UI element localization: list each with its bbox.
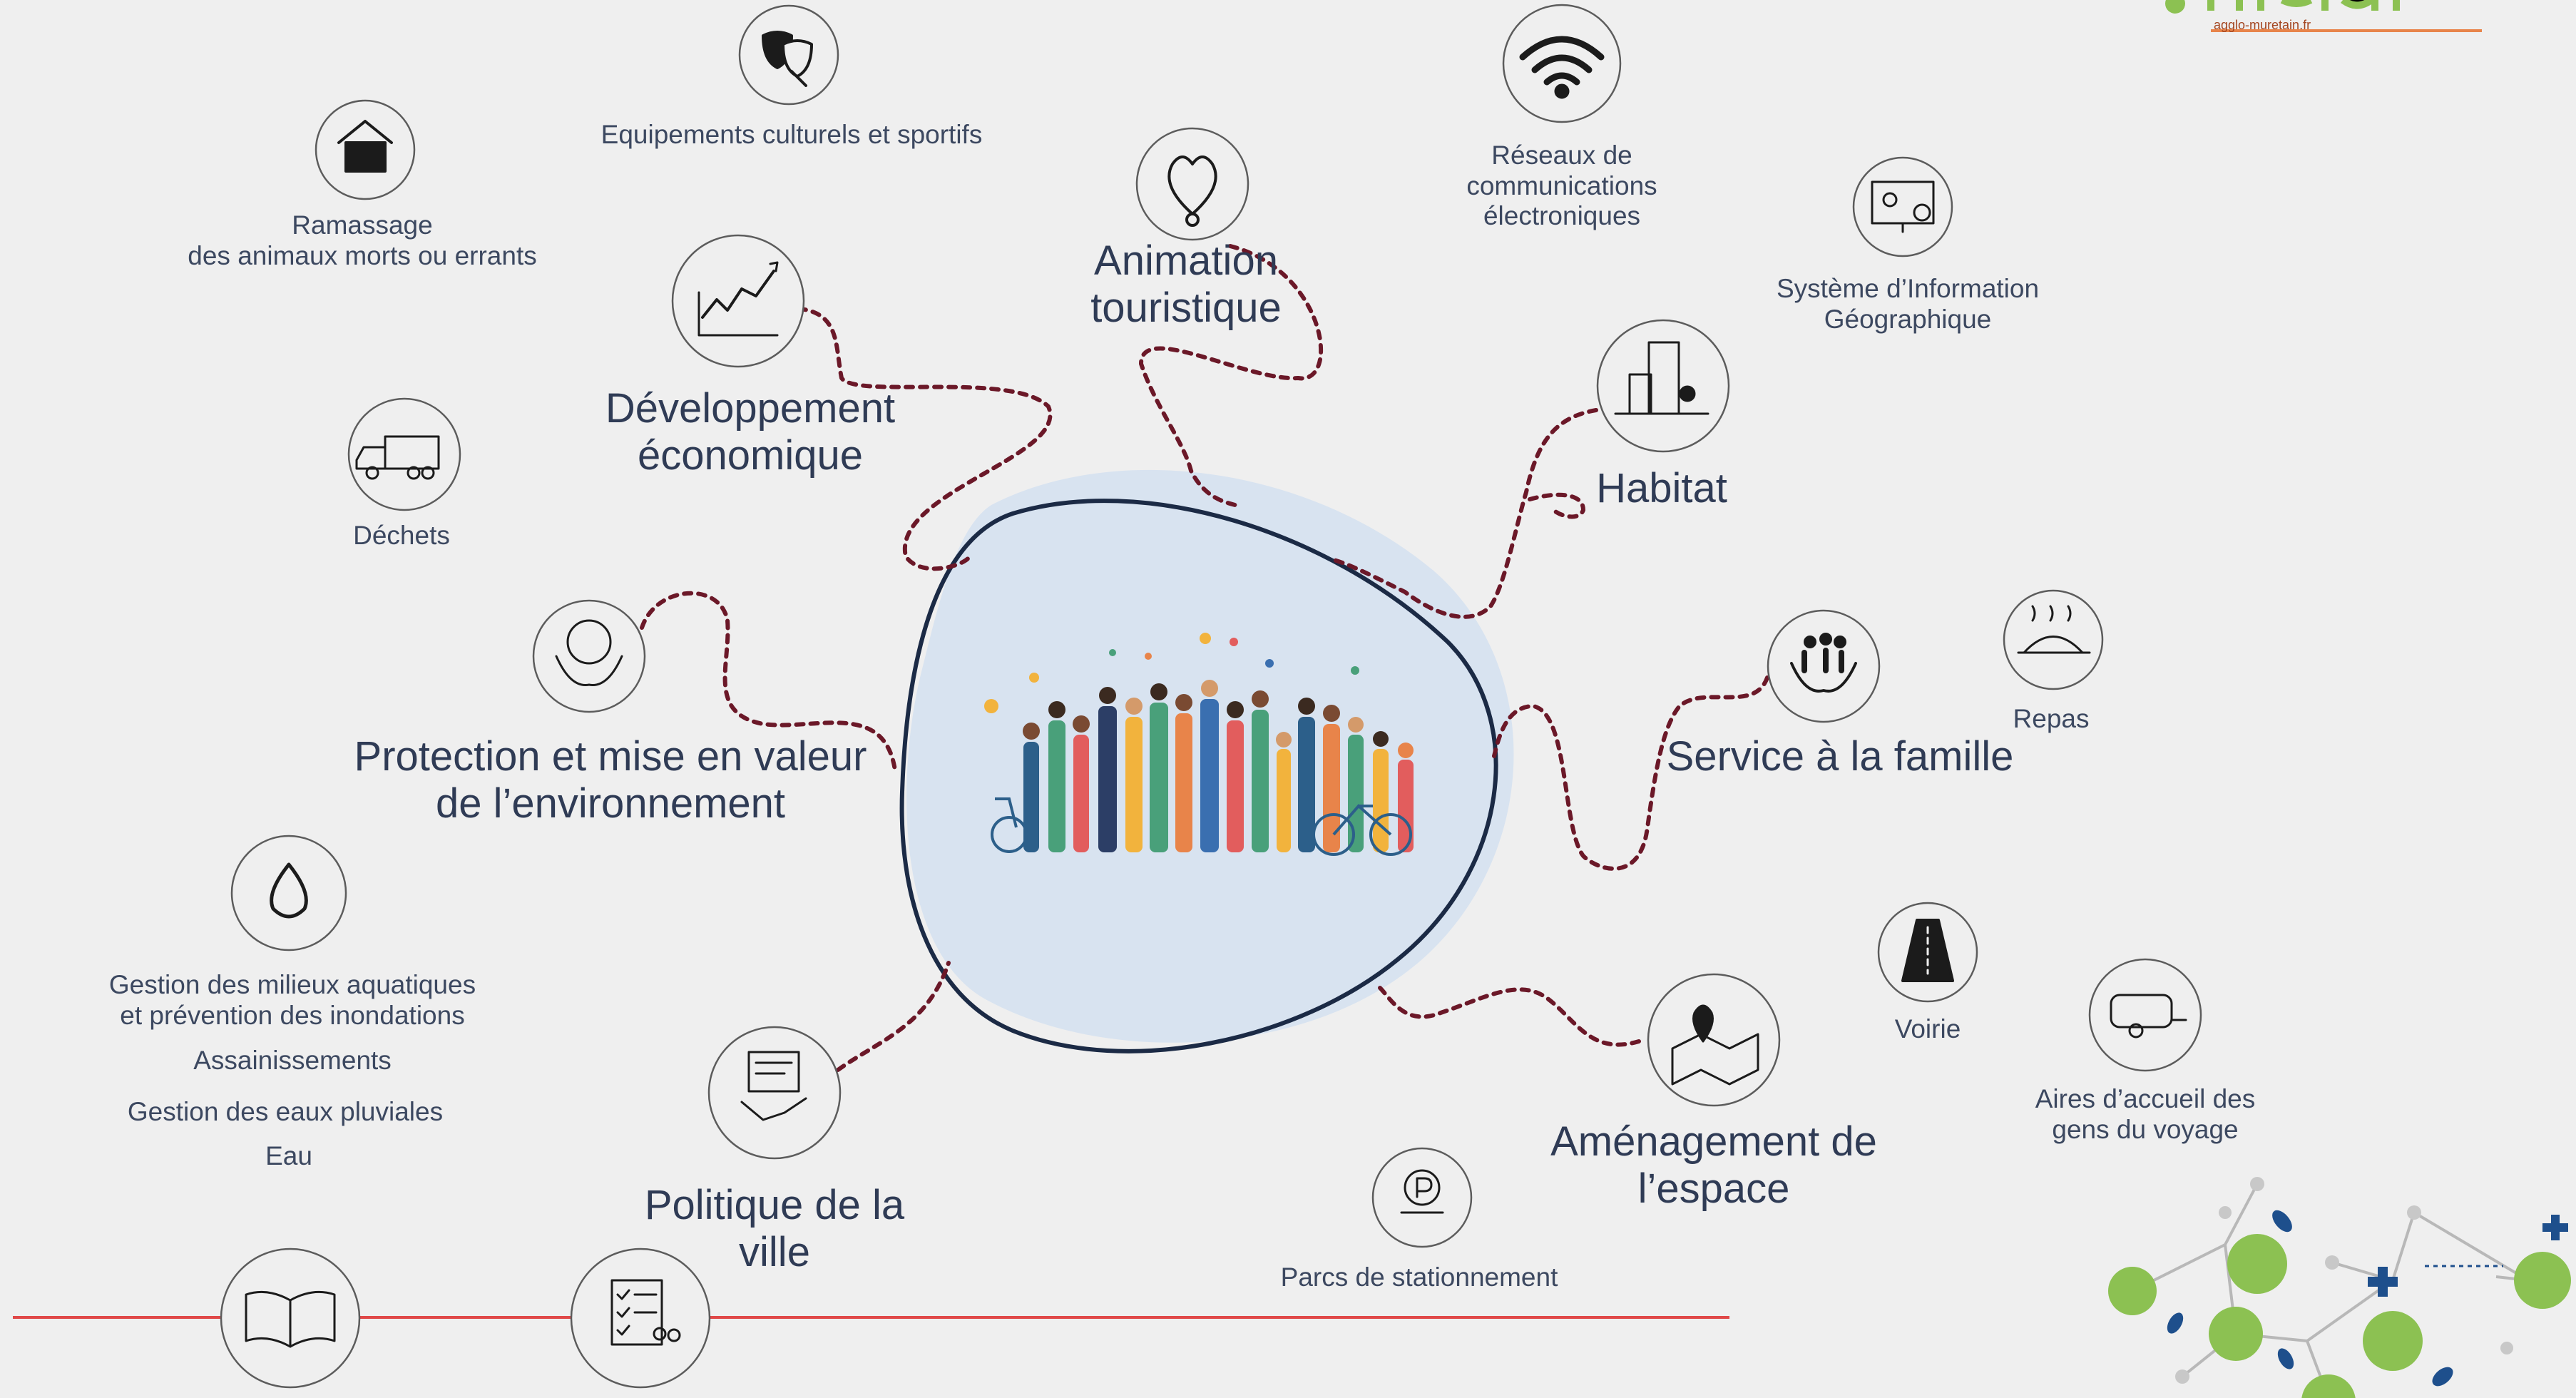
- label-culture: Equipements culturels et sportifs: [600, 120, 983, 149]
- center-ring: [899, 499, 1498, 1053]
- label-pluviales: Gestion des eaux pluviales: [127, 1097, 444, 1126]
- label-eau: Eau: [265, 1141, 312, 1170]
- handshake-contract-icon: [740, 1051, 807, 1121]
- label-habitat: Habitat: [1596, 465, 1727, 511]
- checklist-icon: [610, 1279, 681, 1346]
- parking-icon: [1400, 1169, 1444, 1214]
- circle-sig: [1852, 156, 1953, 257]
- label-protection: Protection et mise en valeur de l’enviro…: [354, 733, 867, 827]
- celebration-sparkles: [984, 633, 1359, 713]
- heart-pin-icon: [1167, 155, 1217, 227]
- label-stationnement: Parcs de stationnement: [1280, 1262, 1558, 1292]
- logo-url: agglo-muretain.fr: [2214, 18, 2311, 32]
- label-animaux: Ramassage des animaux morts ou errants: [188, 210, 537, 270]
- label-animation: Animation touristique: [1090, 238, 1282, 332]
- map-pin-icon: [1671, 1004, 1759, 1086]
- circle-checklist: [570, 1248, 711, 1389]
- crowd-illustration: [984, 633, 1414, 856]
- truck-icon: [355, 435, 440, 480]
- book-icon: [245, 1290, 336, 1348]
- connector-politique: [836, 961, 951, 1072]
- circle-aires: [2088, 958, 2202, 1072]
- water-drop-icon: [270, 862, 308, 919]
- label-dechets: Déchets: [353, 521, 450, 550]
- road-icon: [1901, 919, 1954, 982]
- family-hands-icon: [1790, 633, 1857, 693]
- label-assainissements: Assainissements: [193, 1046, 392, 1075]
- circle-politique: [707, 1026, 842, 1160]
- chart-growth-icon: [697, 261, 779, 337]
- label-aires: Aires d’accueil des gens du voyage: [2035, 1084, 2256, 1144]
- circle-developpement: [671, 234, 805, 368]
- label-voirie: Voirie: [1894, 1014, 1961, 1044]
- circle-dechets: [347, 397, 461, 511]
- circle-repas: [2003, 589, 2104, 690]
- circle-milieux: [230, 835, 347, 951]
- animal-shelter-icon: [337, 120, 393, 173]
- circle-animation: [1135, 127, 1249, 241]
- monitor-gears-icon: [1871, 180, 1935, 233]
- globe-hands-icon: [555, 619, 623, 686]
- label-famille: Service à la famille: [1666, 733, 2014, 780]
- caravan-icon: [2110, 994, 2187, 1039]
- wifi-icon: [1519, 36, 1605, 99]
- buildings-icon: [1614, 341, 1709, 415]
- network-decoration: [2108, 1177, 2571, 1398]
- circle-reseaux: [1502, 4, 1622, 123]
- circle-habitat: [1596, 319, 1730, 453]
- bicycle-icon: [1312, 804, 1412, 856]
- connector-famille: [1492, 675, 1769, 871]
- logo: [2165, 0, 2482, 32]
- cloche-icon: [2017, 605, 2091, 654]
- label-milieux: Gestion des milieux aquatiques et préven…: [108, 970, 476, 1030]
- network-node-green: [2108, 1267, 2157, 1315]
- connector-habitat: [1332, 408, 1598, 619]
- circle-protection: [532, 599, 646, 713]
- label-reseaux: Réseaux de communications électroniques: [1466, 141, 1657, 231]
- label-sig: Système d’Information Géographique: [1776, 274, 2040, 334]
- connectors: [640, 244, 1769, 1072]
- connector-habitat-2: [1528, 492, 1586, 519]
- label-repas: Repas: [2013, 704, 2090, 733]
- connector-developpement: [782, 305, 1053, 571]
- wheelchair-icon: [991, 797, 1028, 853]
- crowd-people: [1023, 680, 1414, 852]
- label-developpement: Développement économique: [605, 385, 896, 479]
- connector-protection: [640, 591, 897, 772]
- connector-animation: [1138, 244, 1324, 509]
- connector-amenagement: [1378, 986, 1641, 1047]
- masks-icon: [762, 31, 813, 87]
- label-politique: Politique de la ville: [644, 1182, 905, 1276]
- label-amenagement: Aménagement de l’espace: [1550, 1118, 1877, 1213]
- circle-stationnement: [1371, 1147, 1473, 1248]
